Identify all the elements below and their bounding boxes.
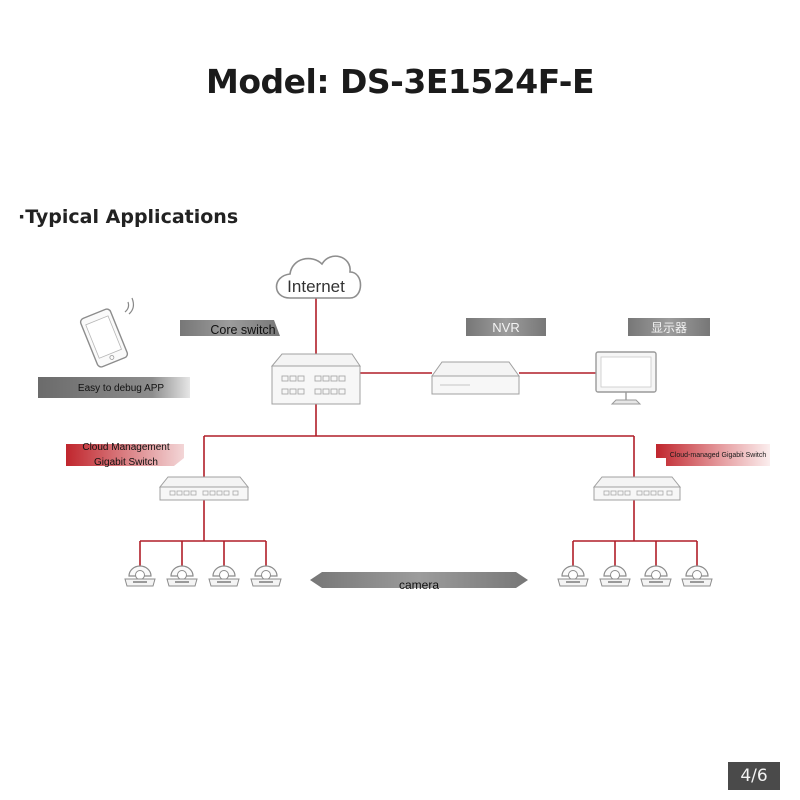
- left-switch-icon: [158, 476, 250, 501]
- dome-camera-icon: [599, 565, 631, 587]
- internet-cloud-icon: Internet: [275, 255, 362, 299]
- left-camera-group: [124, 565, 282, 587]
- smartphone-icon: [79, 297, 135, 368]
- core-switch-icon: [270, 353, 361, 405]
- monitor-label: 显示器: [651, 321, 687, 335]
- nvr-icon: [431, 361, 520, 395]
- app-tag: Easy to debug APP: [38, 377, 190, 398]
- page-indicator: 4/6: [728, 762, 780, 790]
- left-switch-label-line1: Cloud Management: [82, 442, 169, 453]
- app-label: Easy to debug APP: [78, 383, 165, 394]
- dome-camera-icon: [681, 565, 713, 587]
- right-switch-icon: [592, 476, 682, 501]
- right-switch-label: Cloud-managed Gigabit Switch: [670, 452, 767, 459]
- dome-camera-icon: [640, 565, 672, 587]
- right-camera-group: [557, 565, 713, 587]
- nvr-tag: NVR: [466, 318, 546, 336]
- dome-camera-icon: [250, 565, 282, 587]
- monitor-tag: 显示器: [628, 318, 710, 336]
- model-title: Model: DS-3E1524F-E: [206, 62, 594, 101]
- internet-label: Internet: [287, 277, 345, 296]
- camera-arrow-tag: camera: [310, 572, 528, 592]
- camera-label: camera: [399, 578, 439, 592]
- dome-camera-icon: [208, 565, 240, 587]
- wifi-signal-icon: [124, 297, 135, 315]
- dome-camera-icon: [557, 565, 589, 587]
- core-switch-label: Core switch: [210, 323, 275, 337]
- dome-camera-icon: [166, 565, 198, 587]
- network-links: [139, 298, 698, 570]
- nvr-label: NVR: [492, 320, 519, 335]
- monitor-icon: [595, 351, 657, 405]
- left-switch-label-line2: Gigabit Switch: [94, 457, 158, 468]
- core-switch-tag: Core switch: [180, 320, 280, 337]
- left-switch-tag: Cloud Management Gigabit Switch: [66, 442, 184, 468]
- section-title: ·Typical Applications: [18, 206, 239, 228]
- dome-camera-icon: [124, 565, 156, 587]
- right-switch-tag: Cloud-managed Gigabit Switch: [656, 444, 770, 466]
